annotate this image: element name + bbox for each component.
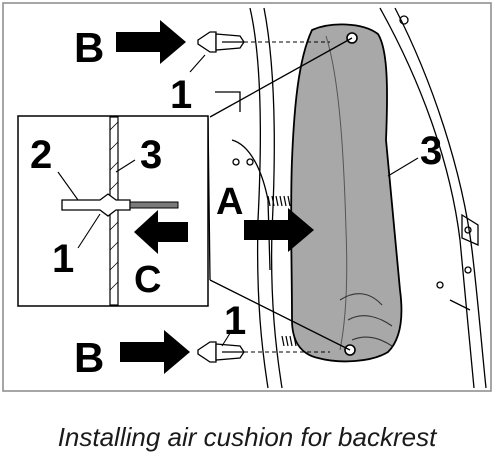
label-clip-top: 1	[170, 73, 192, 117]
label-detail-1: 1	[52, 237, 74, 281]
air-cushion	[290, 23, 403, 363]
frame-holes	[232, 15, 472, 289]
label-direction-c: C	[134, 259, 161, 301]
detail-panel-hatch	[109, 121, 119, 291]
pointer-lines	[57, 54, 419, 347]
label-b-bottom: B	[74, 334, 104, 381]
arrow-a	[244, 208, 314, 252]
label-direction-a: A	[216, 181, 243, 223]
cushion-folds	[339, 293, 393, 347]
label-b-top: B	[74, 24, 104, 71]
arrow-c	[134, 210, 188, 254]
spring-top	[267, 195, 291, 207]
expanding-clip-top	[197, 31, 330, 53]
cushion-seam	[325, 35, 348, 351]
label-detail-2: 2	[30, 133, 52, 177]
detail-clip	[61, 193, 131, 217]
expanding-clip-bottom	[197, 341, 330, 363]
label-detail-3: 3	[140, 133, 162, 177]
figure-caption: Installing air cushion for backrest	[57, 422, 437, 452]
label-cushion-3: 3	[420, 129, 442, 173]
seat-frame-lines	[215, 7, 487, 389]
arrow-b-bottom	[120, 330, 190, 374]
detail-clip-shaft	[129, 201, 179, 209]
label-clip-bottom: 1	[224, 299, 246, 343]
arrow-b-top	[116, 20, 186, 64]
